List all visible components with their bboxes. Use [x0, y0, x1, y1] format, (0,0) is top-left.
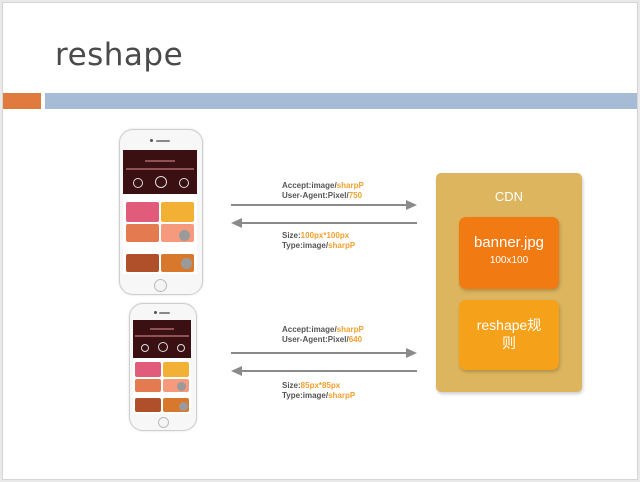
request-arrow-2 [231, 348, 417, 358]
request-headers-2: Accept:image/sharpP User-Agent:Pixel/640 [282, 325, 364, 344]
title-divider-bar [45, 93, 637, 109]
phone-camera [150, 139, 153, 142]
cdn-title: CDN [494, 189, 524, 204]
phone-speaker [156, 140, 170, 142]
screen-tile [135, 362, 161, 377]
request-headers-1: Accept:image/sharpP User-Agent:Pixel/750 [282, 181, 364, 200]
phone-home-button [158, 417, 169, 428]
banner-size: 100x100 [489, 255, 529, 266]
request-arrow-1 [231, 200, 417, 210]
screen-header [133, 320, 191, 358]
banner-box: banner.jpg 100x100 [459, 217, 559, 289]
screen-tile [161, 202, 194, 222]
phone-speaker [159, 312, 170, 314]
phone-large [119, 129, 203, 295]
phone-small [129, 303, 197, 431]
screen-tile [126, 254, 159, 272]
response-headers-2: Size:85px*85px Type:image/sharpP [282, 381, 356, 400]
screen-tile [126, 202, 159, 222]
screen-tile [135, 398, 161, 412]
screen-tile [135, 379, 161, 392]
cdn-panel: CDN banner.jpg 100x100 reshape规 则 [436, 173, 582, 392]
phone-camera [154, 311, 157, 314]
response-arrow-1 [231, 218, 417, 228]
title-accent-bar [3, 93, 41, 109]
reshape-rule-box: reshape规 则 [459, 300, 559, 370]
response-arrow-2 [231, 366, 417, 376]
banner-filename: banner.jpg [473, 234, 545, 251]
phone-screen [133, 320, 191, 414]
reshape-rule-label: reshape规 则 [476, 317, 542, 351]
response-headers-1: Size:100px*100px Type:image/sharpP [282, 231, 356, 250]
phone-screen [123, 150, 197, 274]
screen-tile [163, 362, 189, 377]
screen-tile [126, 224, 159, 242]
slide-title: reshape [55, 37, 184, 73]
phone-home-button [154, 279, 167, 292]
